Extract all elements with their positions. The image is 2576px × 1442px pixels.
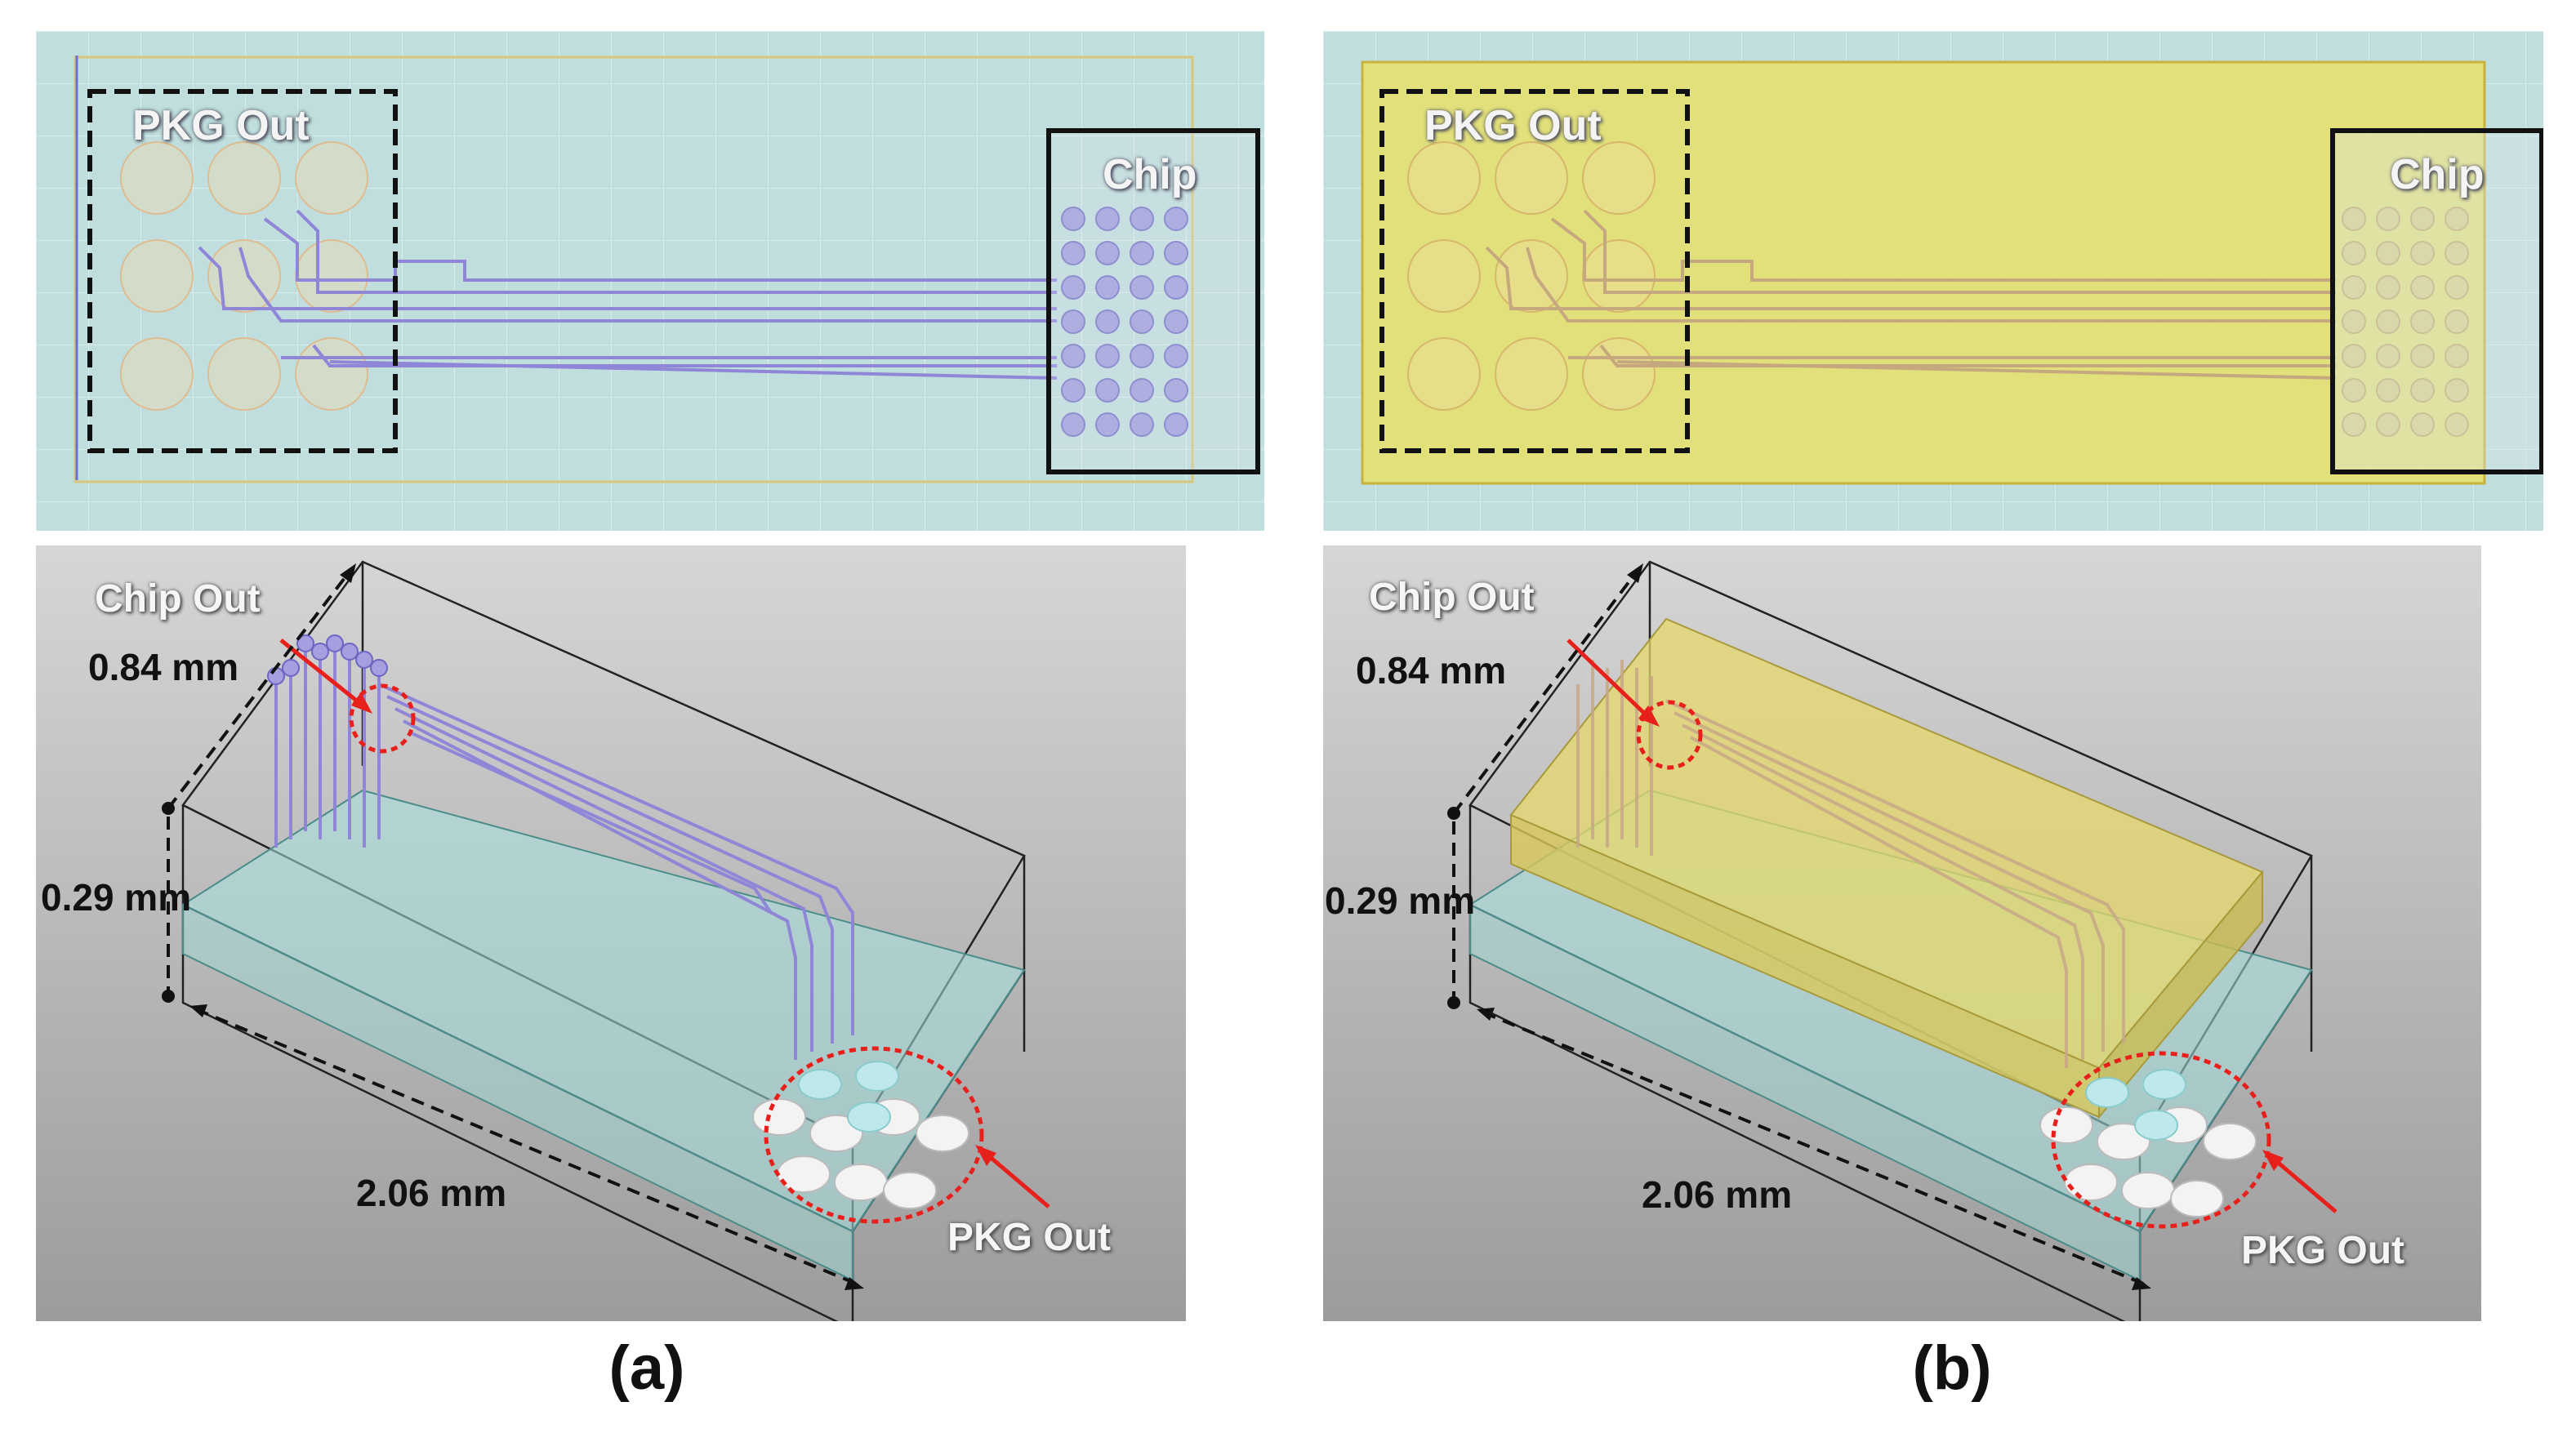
chip-bumps	[1061, 207, 1188, 437]
pkg-out-arrowhead	[2262, 1150, 2284, 1171]
chip-out-arrowhead	[1638, 705, 1660, 727]
chip-out-label: Chip Out	[1369, 576, 1535, 619]
panel-b-iso-view: Chip Out 0.84 mm 0.29 mm 2.06 mm PKG Out	[1323, 545, 2481, 1321]
dimension-lines	[167, 570, 857, 1285]
panel-b-top-svg	[1323, 31, 2543, 531]
chip-bumps	[267, 634, 388, 685]
panel-a-top-svg	[36, 31, 1264, 531]
dim-length-label: 2.06 mm	[356, 1172, 507, 1214]
dim-height-label: 0.29 mm	[1325, 879, 1476, 922]
package-balls	[120, 141, 368, 411]
panel-a-top-view: PKG Out Chip	[36, 31, 1264, 531]
caption-a: (a)	[608, 1333, 685, 1403]
dim-depth-label: 0.84 mm	[88, 646, 239, 688]
iso-traces	[378, 683, 854, 1060]
chip-out-arrow	[1567, 639, 1651, 720]
dimension-lines	[1452, 570, 2144, 1285]
chip-out-arrow	[279, 639, 364, 707]
board-outline	[74, 56, 1194, 483]
chip-bumps	[2342, 207, 2469, 437]
chip-out-label: Chip Out	[95, 577, 261, 621]
dim-length-label: 2.06 mm	[1642, 1173, 1793, 1216]
chip-vias	[274, 643, 381, 848]
panel-a-iso-view: Chip Out 0.84 mm 0.29 mm 2.06 mm PKG Out	[36, 545, 1186, 1321]
traces	[1485, 209, 2337, 380]
package-balls	[1407, 141, 1656, 411]
chip-out-red-circle	[349, 683, 416, 754]
dim-depth-label: 0.84 mm	[1356, 649, 1507, 692]
chip-solid-box	[1046, 128, 1260, 474]
pkg-out-arrowhead	[975, 1145, 996, 1166]
panel-a-iso-svg	[36, 545, 1186, 1321]
pkg-out-arrow	[2269, 1155, 2338, 1213]
pkg-out-label: PKG Out	[947, 1216, 1111, 1259]
panel-b-iso-svg	[1323, 545, 2481, 1321]
chip-label: Chip	[2390, 151, 2485, 198]
chip-out-red-circle	[1636, 700, 1703, 770]
pkg-out-label: PKG Out	[1424, 102, 1602, 149]
chip-solid-box	[2330, 128, 2543, 474]
pkg-out-red-circle	[764, 1046, 984, 1224]
package-balls-cyan	[798, 1061, 899, 1133]
pkg-out-red-circle	[2051, 1051, 2271, 1229]
dimension-endpoints	[162, 563, 864, 1290]
pkg-out-dashed-box	[1379, 89, 1690, 453]
package-balls	[2039, 1106, 2257, 1217]
dimension-endpoints	[1447, 563, 2151, 1290]
pkg-out-arrow	[982, 1150, 1050, 1208]
pkg-out-label: PKG Out	[2241, 1229, 2404, 1272]
caption-b: (b)	[1912, 1333, 1992, 1403]
package-balls-cyan	[2085, 1069, 2186, 1141]
pkg-out-label: PKG Out	[132, 102, 310, 149]
chip-vias	[1576, 660, 1653, 856]
traces	[198, 209, 1058, 380]
chip-label: Chip	[1103, 151, 1197, 198]
panel-b-top-view: PKG Out Chip	[1323, 31, 2543, 531]
iso-traces	[1665, 699, 2125, 1068]
pkg-out-dashed-box	[87, 89, 398, 453]
dim-height-label: 0.29 mm	[41, 876, 192, 919]
chip-out-arrowhead	[351, 692, 372, 714]
